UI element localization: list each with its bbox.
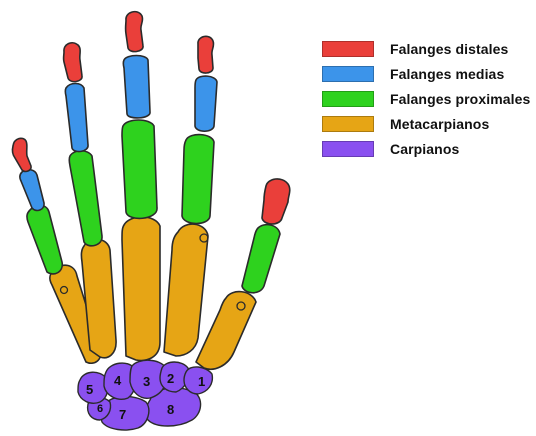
- distal-phalanx-little: [12, 138, 31, 171]
- index-finger: [164, 36, 217, 356]
- distal-phalanx-middle: [126, 12, 143, 52]
- legend-swatch-metacarpal: [322, 116, 374, 132]
- legend-item-metacarpal: Metacarpianos: [322, 111, 532, 136]
- legend-label-medial: Falanges medias: [390, 66, 504, 82]
- proximal-phalanx-little: [27, 205, 62, 274]
- legend-label-distal: Falanges distales: [390, 41, 508, 57]
- middle-finger: [122, 12, 160, 361]
- legend-item-distal: Falanges distales: [322, 37, 532, 62]
- carpal-number-8: 8: [167, 402, 174, 417]
- metacarpal-index: [164, 224, 208, 356]
- legend-label-proximal: Falanges proximales: [390, 91, 530, 107]
- carpal-number-2: 2: [167, 371, 174, 386]
- legend-item-proximal: Falanges proximales: [322, 87, 532, 112]
- carpal-number-4: 4: [114, 373, 122, 388]
- legend-item-medial: Falanges medias: [322, 62, 532, 87]
- legend-label-metacarpal: Metacarpianos: [390, 116, 489, 132]
- metacarpal-middle: [122, 217, 160, 361]
- carpal-number-1: 1: [198, 374, 205, 389]
- distal-phalanx-ring: [64, 43, 82, 82]
- metacarpal-thumb: [196, 292, 256, 370]
- legend-item-carpal: Carpianos: [322, 136, 532, 161]
- legend-swatch-carpal: [322, 141, 374, 157]
- carpal-bones: 1 2 3 4 5 6 7 8: [78, 360, 212, 430]
- medial-phalanx-index: [195, 76, 217, 131]
- proximal-phalanx-ring: [69, 151, 102, 246]
- legend-label-carpal: Carpianos: [390, 141, 459, 157]
- proximal-phalanx-thumb: [242, 225, 280, 293]
- legend-swatch-proximal: [322, 91, 374, 107]
- proximal-phalanx-index: [182, 135, 214, 224]
- carpal-number-5: 5: [86, 382, 93, 397]
- distal-phalanx-thumb: [262, 179, 290, 224]
- carpal-number-7: 7: [119, 407, 126, 422]
- medial-phalanx-little: [20, 170, 44, 211]
- medial-phalanx-ring: [65, 84, 88, 152]
- legend-swatch-distal: [322, 41, 374, 57]
- distal-phalanx-index: [198, 36, 214, 73]
- carpal-number-6: 6: [97, 403, 103, 415]
- proximal-phalanx-middle: [122, 120, 157, 218]
- legend: Falanges distales Falanges medias Falang…: [322, 37, 532, 161]
- legend-swatch-medial: [322, 66, 374, 82]
- medial-phalanx-middle: [123, 56, 150, 118]
- carpal-number-3: 3: [143, 374, 150, 389]
